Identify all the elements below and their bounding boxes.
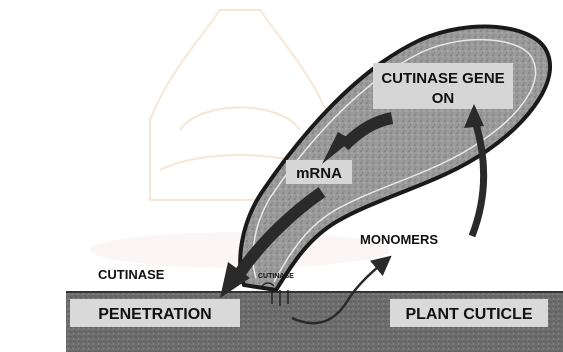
penetration-label: PENETRATION: [98, 306, 211, 323]
cutinase-label: CUTINASE: [98, 267, 165, 282]
gene-on-label-line2: ON: [432, 90, 455, 107]
gene-on-label-line1: CUTINASE GENE: [381, 70, 504, 87]
mrna-label: mRNA: [296, 165, 342, 182]
plant-cuticle-label: PLANT CUTICLE: [405, 306, 532, 323]
monomers-label: MONOMERS: [360, 232, 438, 247]
cutinase-small-label: CUTINASE: [258, 273, 294, 280]
